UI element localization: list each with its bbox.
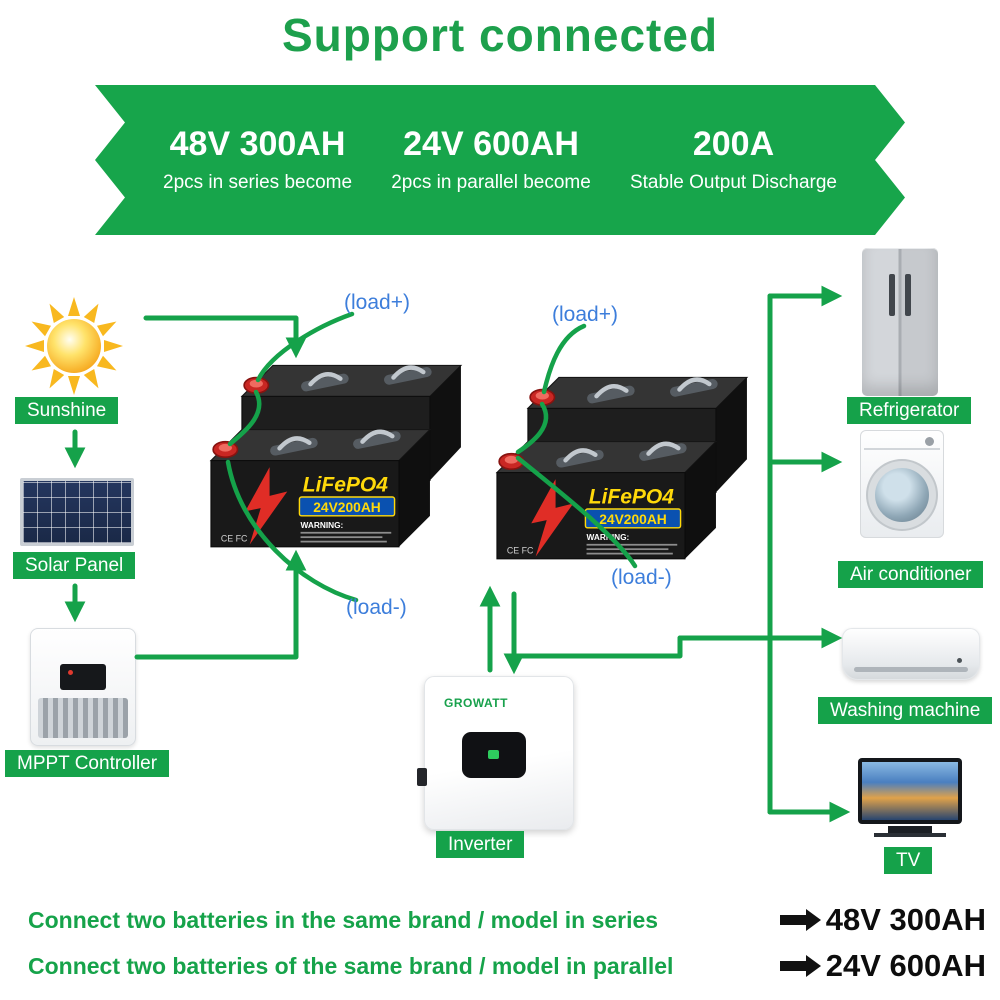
battery-capacity: 24V200AH [599, 511, 667, 527]
fridge-handle [905, 274, 911, 316]
battery-front: LiFePO4 24V200AH WARNING: CE FC [495, 440, 718, 560]
battery-handle [270, 436, 318, 456]
line-inverter-feed [517, 635, 683, 659]
spec-discharge: 200A Stable Output Discharge [629, 125, 837, 193]
battery-pack-1: LiFePO4 24V200AH WARNING: CE FC [209, 364, 463, 548]
ac-led [957, 658, 962, 663]
ac-vent [854, 667, 968, 672]
tv-stand [888, 826, 932, 833]
mppt-controller-label: MPPT Controller [5, 750, 170, 777]
mppt-controller-icon [30, 628, 136, 746]
battery-certs: CE FC [221, 533, 248, 543]
footer-series-result: 48V 300AH [825, 902, 986, 937]
battery-warning: WARNING: [587, 532, 630, 542]
refrigerator-label: Refrigerator [847, 397, 972, 424]
solar-panel-label: Solar Panel [13, 552, 136, 579]
battery-handle [670, 377, 718, 397]
mppt-heatsink [38, 698, 128, 738]
load-plus-label-1: (load+) [344, 291, 410, 314]
footer-row-series: Connect two batteries in the same brand … [28, 900, 986, 940]
inverter-connector [417, 768, 427, 786]
inverter-label: Inverter [436, 831, 525, 858]
spec-series-value: 48V 300AH [169, 125, 346, 164]
battery-certs: CE FC [507, 545, 534, 555]
mppt-screen [60, 664, 106, 690]
right-arrow-icon [779, 915, 806, 925]
solar-panel-icon [20, 478, 134, 546]
spec-parallel-caption: 2pcs in parallel become [391, 171, 591, 193]
footer-parallel-text: Connect two batteries of the same brand … [28, 952, 674, 979]
spec-series-caption: 2pcs in series become [163, 171, 353, 193]
spec-banner: 48V 300AH 2pcs in series become 24V 600A… [95, 85, 905, 235]
air-conditioner-label: Air conditioner [838, 561, 984, 588]
battery-handle [384, 365, 432, 385]
inverter-brand: GROWATT [444, 696, 508, 710]
battery-capacity: 24V200AH [313, 499, 381, 515]
footer-parallel-result: 24V 600AH [825, 948, 986, 983]
spec-series: 48V 300AH 2pcs in series become [163, 125, 353, 193]
battery-front: LiFePO4 24V200AH WARNING: CE FC [209, 428, 432, 548]
battery-brand: LiFePO4 [303, 473, 389, 496]
spec-parallel: 24V 600AH 2pcs in parallel become [391, 125, 591, 193]
washer-knob [925, 437, 934, 446]
page-title: Support connected [281, 9, 719, 61]
right-arrow-icon [779, 961, 806, 971]
battery-handle [639, 441, 687, 461]
mppt-led [68, 670, 73, 675]
tv-icon [858, 758, 962, 824]
battery-handle [353, 429, 401, 449]
washing-machine-icon [860, 430, 944, 538]
washer-panel [864, 448, 940, 450]
spec-parallel-value: 24V 600AH [403, 125, 579, 164]
sunshine-label: Sunshine [15, 397, 119, 424]
inverter-icon: GROWATT [417, 676, 574, 830]
battery-handle [587, 384, 635, 404]
spec-discharge-caption: Stable Output Discharge [629, 171, 837, 193]
load-minus-label-1: (load-) [346, 596, 407, 619]
footer-row-parallel: Connect two batteries of the same brand … [28, 946, 986, 986]
load-plus-label-2: (load+) [552, 303, 618, 326]
battery-brand: LiFePO4 [589, 485, 675, 508]
fridge-handle [889, 274, 895, 316]
footer-series-text: Connect two batteries in the same brand … [28, 906, 659, 933]
load-minus-label-2: (load-) [611, 566, 672, 589]
inverter-indicator [488, 750, 499, 759]
inverter-screen [462, 732, 526, 778]
spec-discharge-value: 200A [692, 125, 775, 164]
refrigerator-icon [862, 248, 938, 396]
sun-icon [25, 297, 123, 395]
tv-label: TV [884, 847, 933, 874]
washing-machine-label: Washing machine [818, 697, 993, 724]
tv-base [874, 833, 946, 837]
battery-warning: WARNING: [301, 520, 344, 530]
washer-door [875, 467, 929, 522]
air-conditioner-icon [842, 628, 980, 680]
tv-screen [862, 762, 958, 820]
